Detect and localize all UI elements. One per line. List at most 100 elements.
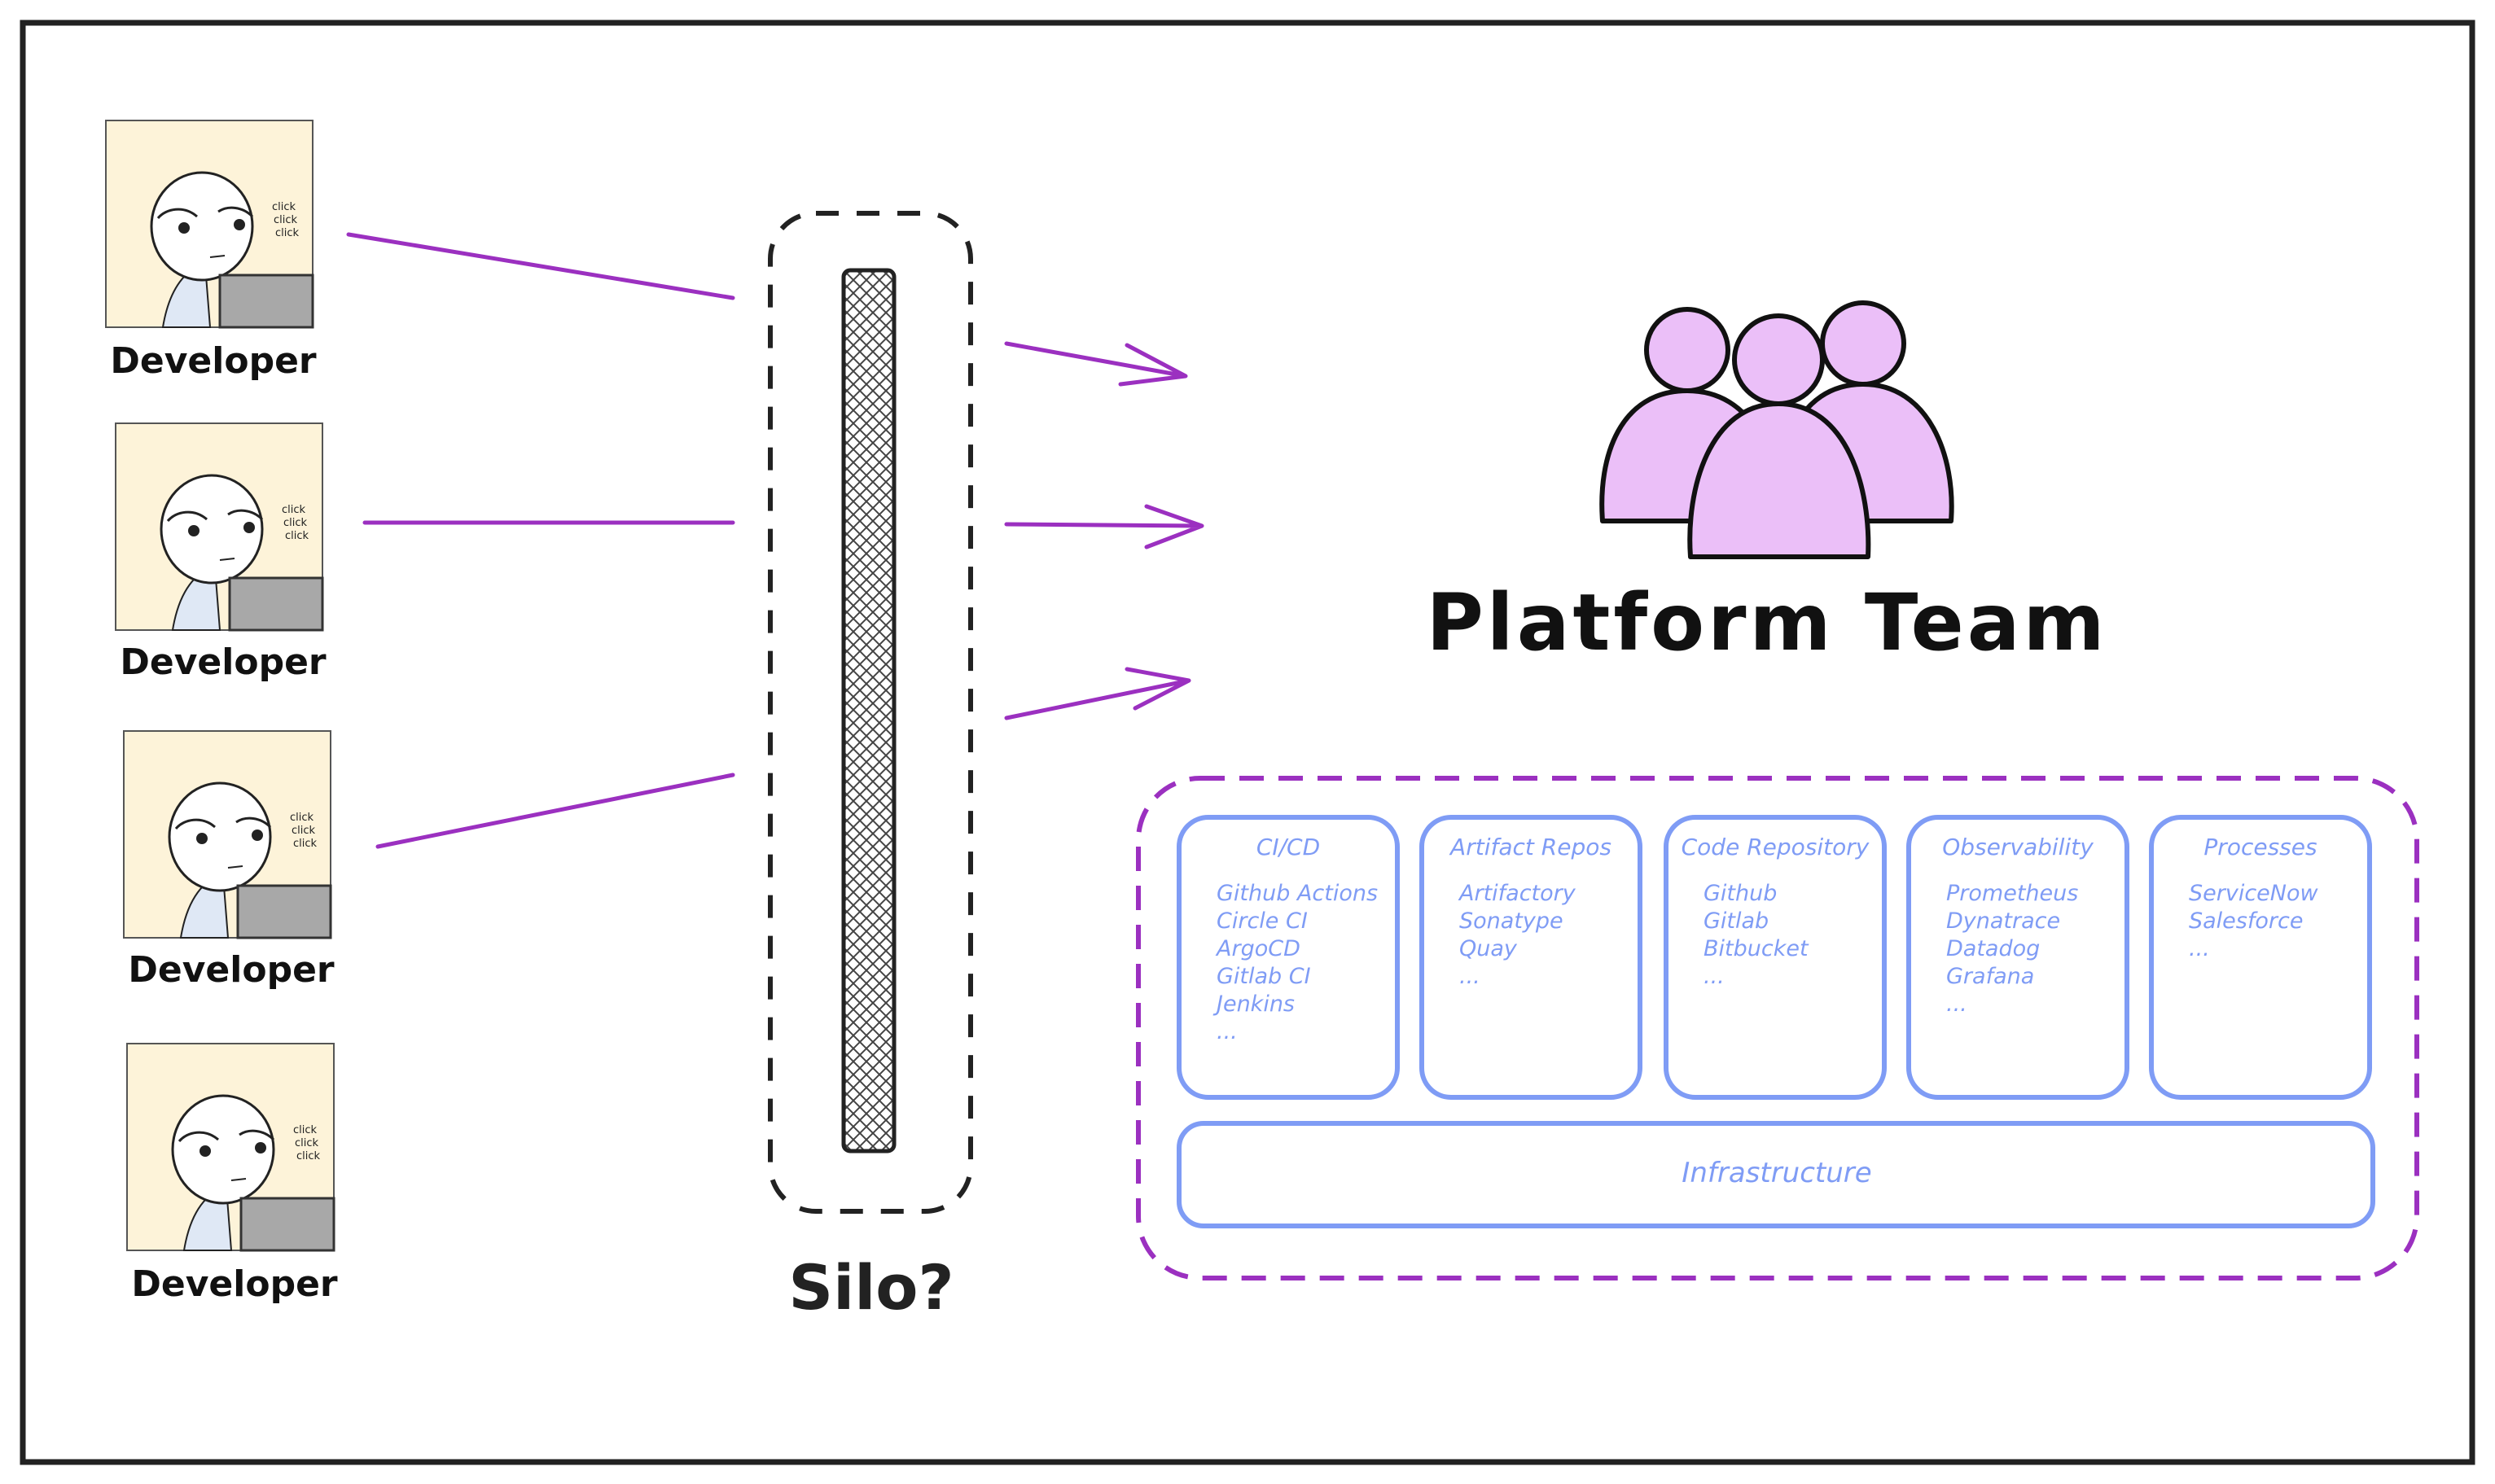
connector-line [346,232,735,300]
silo-label: Silo? [788,1251,954,1324]
tool-item: ArgoCD [1215,936,1300,961]
tool-card: ObservabilityPrometheusDynatraceDatadogG… [1906,815,2129,1100]
team-icon [1599,300,1954,559]
click-text: click [293,838,318,850]
arrow [1004,504,1204,549]
laptop-icon [239,1197,335,1252]
face-icon [168,781,272,892]
eye-left [200,1145,211,1157]
tool-card-title: Artifact Repos [1449,834,1611,860]
tool-item: Circle CI [1217,908,1308,934]
eyelid-right [235,816,272,829]
laptop-icon [228,576,324,632]
tool-item: Salesforce [2189,908,2303,934]
tool-card: Artifact ReposArtifactorySonatypeQuay... [1419,815,1642,1100]
mouth [230,1178,247,1181]
silo-dashed-boundary [768,211,973,1214]
tool-item: Jenkins [1212,992,1295,1017]
click-text: click [275,227,300,239]
laptop-icon [218,274,314,329]
tool-card-border [1664,815,1887,1100]
tool-card-border [1906,815,2129,1100]
mouth [209,255,226,258]
click-text: click [290,812,314,824]
face-icon [171,1094,275,1205]
eye-right [252,830,263,841]
developer-label: Developer [120,641,327,683]
click-text: click [296,1150,321,1162]
tool-card-title: CI/CD [1256,834,1320,860]
tool-card-title: Observability [1942,834,2094,860]
tool-card: ProcessesServiceNowSalesforce... [2149,815,2372,1100]
developer-label: Developer [110,340,317,382]
eyelid-left [166,510,208,523]
tool-item: Artifactory [1458,881,1576,906]
click-text: click [285,530,309,542]
click-text: click [295,1137,319,1149]
developer-to-silo-lines [346,232,735,849]
face-icon [150,171,254,282]
developer-label: Developer [128,949,335,991]
click-text: click [292,825,316,837]
platform-team-label: Platform Team [1426,577,2107,668]
tool-card-title: Code Repository [1682,834,1870,860]
tool-item: Github Actions [1217,881,1378,906]
click-text: click [274,214,298,226]
tool-item: ServiceNow [2189,881,2319,906]
tool-card: Code RepositoryGithubGitlabBitbucket... [1664,815,1887,1100]
developer-label: Developer [131,1263,338,1305]
mouth [227,865,243,869]
tool-item: ... [1217,1019,1238,1044]
eye-right [243,522,255,533]
tool-item: Datadog [1946,936,2040,961]
mouth [219,558,235,561]
tool-item: Prometheus [1946,881,2078,906]
tool-card-border [1177,815,1400,1100]
tool-item: Github [1704,881,1777,906]
tool-item: ... [2189,936,2210,961]
laptop-icon [236,884,332,939]
tool-item: Gitlab [1704,908,1769,934]
eyelid-right [227,509,264,521]
eyelid-right [217,206,254,218]
eyelid-right [239,1129,275,1141]
arrow [1004,667,1191,720]
click-text: click [282,504,306,516]
tool-item: Sonatype [1459,908,1563,934]
eye-left [196,833,208,844]
eyelid-left [178,1131,219,1143]
eyelid-left [174,818,216,830]
infrastructure-box [1177,1121,2375,1228]
tool-card-border [2149,815,2372,1100]
tool-item: ... [1946,992,1967,1017]
tool-item: ... [1459,964,1480,989]
eye-left [178,222,190,234]
arrow [1004,341,1188,387]
tool-item: Quay [1459,936,1518,961]
tool-item: Gitlab CI [1217,964,1311,989]
click-text: click [293,1124,318,1136]
tool-item: Grafana [1946,964,2034,989]
eye-right [255,1142,266,1153]
tool-card-title: Processes [2203,834,2317,860]
eye-left [188,525,200,536]
outer-frame [20,20,2475,1465]
tool-item: Bitbucket [1704,936,1809,961]
tool-item: ... [1704,964,1725,989]
click-text: click [283,517,308,529]
infrastructure-label: Infrastructure [1682,1157,1871,1189]
tool-card-border [1419,815,1642,1100]
tool-item: Dynatrace [1946,908,2060,934]
face-icon [160,474,264,584]
click-text: click [272,201,296,213]
connector-line [375,773,735,849]
eye-right [234,219,245,230]
silo-to-team-arrows [1004,341,1204,720]
